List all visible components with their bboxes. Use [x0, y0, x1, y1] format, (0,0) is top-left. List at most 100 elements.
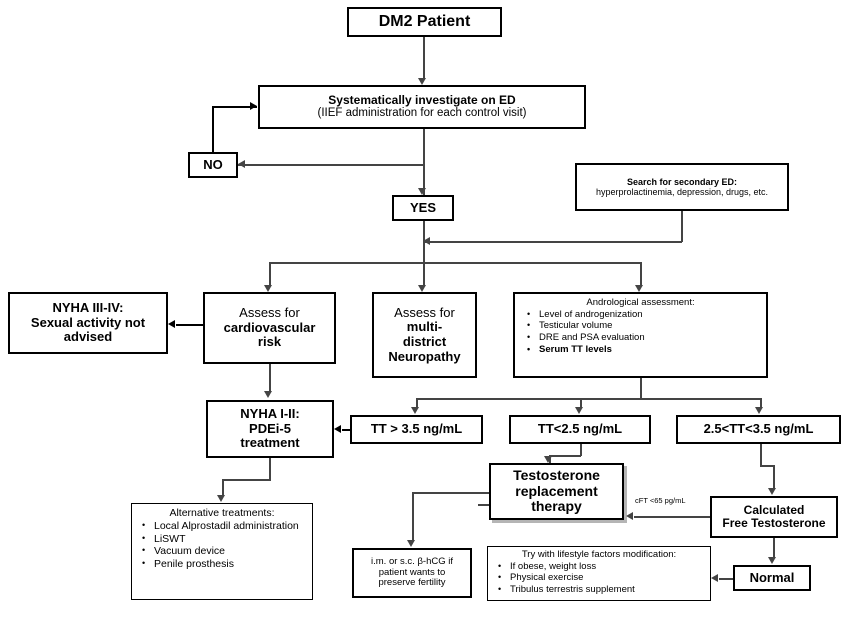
node-nyha-3-4-line3: advised [63, 329, 113, 345]
edge-cft-to-trt [634, 516, 711, 518]
alternative-treatments-items: Local Alprostadil administration LiSWT V… [138, 520, 306, 571]
list-item: Testicular volume [523, 320, 758, 332]
edge-bus-leg-andrological [640, 262, 642, 286]
node-nyha-3-4[interactable]: NYHA III-IV: Sexual activity not advised [8, 292, 168, 354]
node-lifestyle-modification[interactable]: Try with lifestyle factors modification:… [487, 546, 711, 601]
node-assess-neuropathy-line4: Neuropathy [388, 348, 461, 364]
edge-trt-to-hcg-vertical [412, 492, 414, 540]
edge-investigate-to-yes [423, 129, 425, 195]
edge-ttmid-drop [773, 465, 775, 489]
node-tt-low-label: TT<2.5 ng/mL [537, 421, 623, 437]
node-calculated-free-testosterone[interactable]: Calculated Free Testosterone [710, 496, 838, 538]
node-normal[interactable]: Normal [733, 565, 811, 591]
node-assess-cardiovascular[interactable]: Assess for cardiovascular risk [203, 292, 336, 364]
node-dm2-patient-label: DM2 Patient [378, 13, 471, 31]
node-hcg-line2: patient wants to [378, 566, 446, 578]
arrowhead-down [407, 540, 415, 547]
edge-bus-leg-cardiovascular [269, 262, 271, 286]
node-andrological-assessment[interactable]: Andrological assessment: Level of androg… [513, 292, 768, 378]
node-nyha-1-2[interactable]: NYHA I-II: PDEi-5 treatment [206, 400, 334, 458]
andrological-list: Andrological assessment: Level of androg… [523, 297, 758, 356]
andrological-items: Level of androgenization Testicular volu… [523, 309, 758, 356]
edge-dm2-to-investigate [423, 37, 425, 78]
list-item: Vacuum device [138, 545, 306, 558]
node-assess-neuropathy-line3: district [402, 334, 447, 349]
arrowhead-down [217, 495, 225, 502]
node-alternative-treatments[interactable]: Alternative treatments: Local Alprostadi… [131, 503, 313, 600]
list-item: Tribulus terrestris supplement [494, 584, 704, 596]
list-item: DRE and PSA evaluation [523, 332, 758, 344]
edge-no-up-vertical [212, 108, 214, 153]
node-yes-label: YES [409, 199, 436, 215]
list-item: Serum TT levels [523, 344, 758, 356]
node-assess-neuropathy[interactable]: Assess for multi- district Neuropathy [372, 292, 477, 378]
edge-to-no-horizontal [238, 164, 424, 166]
edge-ttlow-stem [580, 444, 582, 456]
edge-tthigh-to-nyha12 [342, 429, 352, 431]
node-hcg-line3: preserve fertility [378, 577, 446, 589]
edge-no-to-investigate-horizontal [212, 106, 257, 108]
arrowhead-down [768, 557, 776, 564]
arrowhead-down [635, 285, 643, 292]
list-item: LiSWT [138, 533, 306, 546]
andrological-header: Andrological assessment: [586, 297, 695, 308]
lifestyle-header: Try with lifestyle factors modification: [521, 549, 677, 560]
arrowhead-down [418, 285, 426, 292]
node-dm2-patient[interactable]: DM2 Patient [347, 7, 502, 37]
arrowhead-right [250, 102, 257, 110]
node-normal-label: Normal [749, 569, 795, 585]
edge-ttmid-horizontal [760, 465, 774, 467]
edge-tt-leg-high [416, 398, 418, 408]
arrowhead-down [411, 407, 419, 414]
edge-normal-to-lifestyle [719, 578, 734, 580]
node-tt-high[interactable]: TT > 3.5 ng/mL [350, 415, 483, 444]
node-investigate-ed-subtitle: (IIEF administration for each control vi… [317, 107, 527, 120]
node-secondary-ed[interactable]: Search for secondary ED: hyperprolactine… [575, 163, 789, 211]
arrowhead-down [418, 188, 426, 195]
node-tt-high-label: TT > 3.5 ng/mL [370, 421, 463, 437]
edge-nyha12-drop [222, 479, 224, 496]
list-item: Penile prosthesis [138, 558, 306, 571]
edge-distribution-bus [269, 262, 641, 264]
node-trt-line1: Testosterone [513, 466, 600, 483]
arrowhead-down [768, 488, 776, 495]
edge-cv-to-nyha12 [269, 364, 271, 392]
node-cfree-line1: Calculated [743, 502, 805, 517]
node-secondary-ed-title: Search for secondary ED: [626, 176, 738, 187]
node-hcg-line1: i.m. or s.c. β-hCG if [371, 556, 453, 568]
arrowhead-down [264, 391, 272, 398]
edge-tt-leg-mid [760, 398, 762, 408]
node-tt-mid[interactable]: 2.5<TT<3.5 ng/mL [676, 415, 841, 444]
node-tt-mid-label: 2.5<TT<3.5 ng/mL [703, 421, 814, 437]
list-item: Physical exercise [494, 572, 704, 584]
edge-label-cft: cFT <65 pg/mL [634, 496, 687, 505]
node-hcg-fertility[interactable]: i.m. or s.c. β-hCG if patient wants to p… [352, 548, 472, 598]
list-item: Level of androgenization [523, 309, 758, 321]
arrowhead-down [755, 407, 763, 414]
list-item: Local Alprostadil administration [138, 520, 306, 533]
alternative-treatments-header: Alternative treatments: [169, 507, 275, 519]
node-no[interactable]: NO [188, 152, 238, 178]
arrowhead-left [168, 320, 175, 328]
node-assess-neuropathy-line2: multi- [406, 319, 443, 335]
alternative-treatments-list: Alternative treatments: Local Alprostadi… [138, 507, 306, 572]
node-nyha-3-4-line1: NYHA III-IV: [52, 300, 124, 316]
node-investigate-ed[interactable]: Systematically investigate on ED (IIEF a… [258, 85, 586, 129]
edge-ttmid-stem [760, 444, 762, 466]
node-nyha-1-2-line3: treatment [240, 435, 300, 451]
node-assess-neuropathy-line1: Assess for [394, 304, 455, 320]
node-no-label: NO [203, 156, 223, 172]
arrowhead-down [264, 285, 272, 292]
list-item: If obese, weight loss [494, 561, 704, 573]
node-yes[interactable]: YES [392, 195, 454, 221]
node-secondary-ed-subtitle: hyperprolactinemia, depression, drugs, e… [595, 187, 769, 197]
node-testosterone-replacement-therapy[interactable]: Testosterone replacement therapy [489, 463, 624, 520]
edge-tt-leg-low [580, 398, 582, 408]
node-nyha-3-4-line2: Sexual activity not [30, 314, 146, 330]
edge-ttlow-horizontal [549, 455, 581, 457]
edge-nyha12-stem [269, 458, 271, 480]
edge-nyha12-horizontal [222, 479, 271, 481]
node-tt-low[interactable]: TT<2.5 ng/mL [509, 415, 651, 444]
arrowhead-left [423, 237, 430, 245]
